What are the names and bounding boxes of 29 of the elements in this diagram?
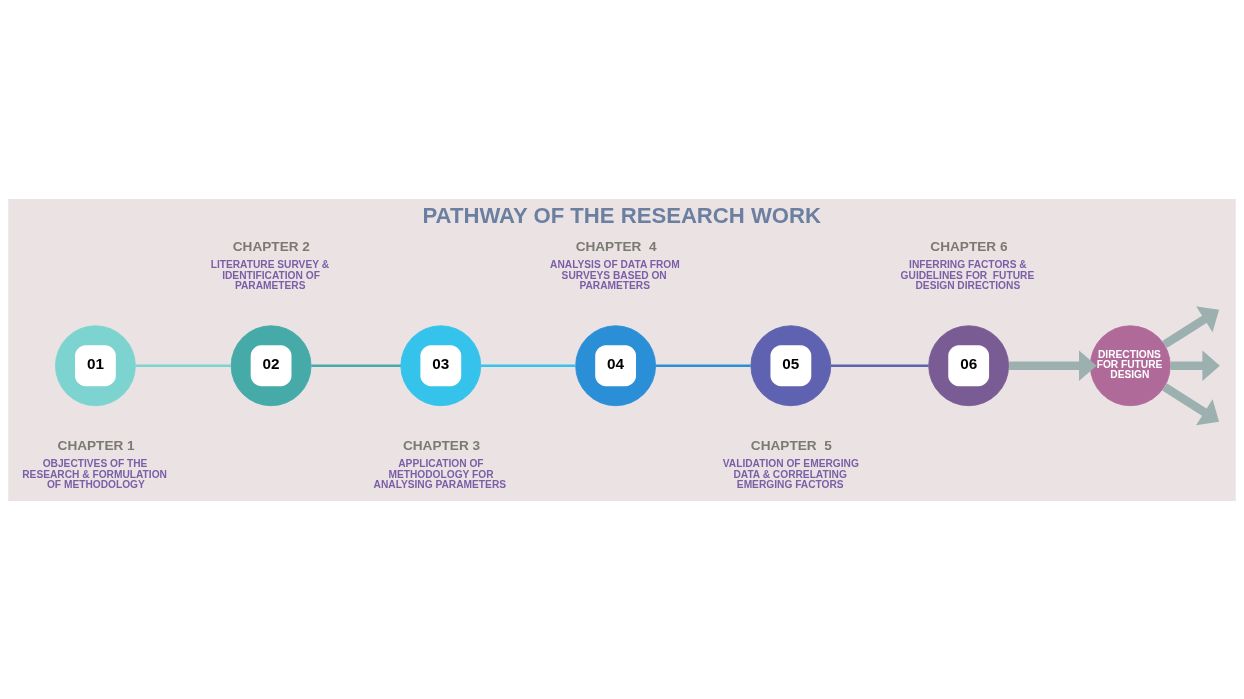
node-label: CHAPTER 6 (930, 238, 1008, 254)
node-label: OBJECTIVES OF THE RESEARCH & FORMULATION OF METHODOLOGY (22, 457, 167, 490)
node-label: CHAPTER 5 (750, 437, 832, 453)
arrow (1162, 382, 1220, 425)
diagram-title: PATHWAY OF THE RESEARCH WORK (422, 202, 821, 228)
connector (480, 363, 576, 367)
arrow (1162, 305, 1220, 348)
connector (831, 363, 929, 367)
connector (135, 363, 231, 367)
node-circle: 06 (928, 324, 1010, 406)
node-label: ANALYSIS OF DATA FROM SURVEYS BASED ON PARAMETERS (550, 258, 680, 291)
node-circle: 04 (575, 324, 657, 406)
node-circle: DIRECTIONS FOR FUTURE DESIGN (1089, 324, 1171, 406)
node-circle: 02 (230, 324, 312, 406)
connector (655, 363, 751, 367)
node-label: LITERATURE SURVEY & IDENTIFICATION OF PARAMETERS (210, 258, 329, 291)
node-label: CHAPTER 2 (232, 238, 310, 254)
node-label: CHAPTER 4 (575, 238, 657, 254)
node-circle: 01 (55, 324, 136, 406)
node-label: CHAPTER 1 (57, 437, 135, 453)
node-circle: 03 (400, 324, 482, 406)
arrow (1009, 349, 1097, 381)
arrow (1170, 349, 1220, 381)
node-label: INFERRING FACTORS & GUIDELINES FOR FUTURE DESIGN DIRECTIONS (900, 258, 1035, 291)
node-label: APPLICATION OF METHODOLOGY FOR ANALYSING PARAMETERS (373, 457, 507, 490)
node-label: CHAPTER 3 (402, 437, 481, 453)
connector (311, 363, 401, 367)
node-circle: 05 (750, 324, 832, 406)
node-label: VALIDATION OF EMERGING DATA & CORRELATING EMERGING FACTORS (722, 457, 859, 490)
